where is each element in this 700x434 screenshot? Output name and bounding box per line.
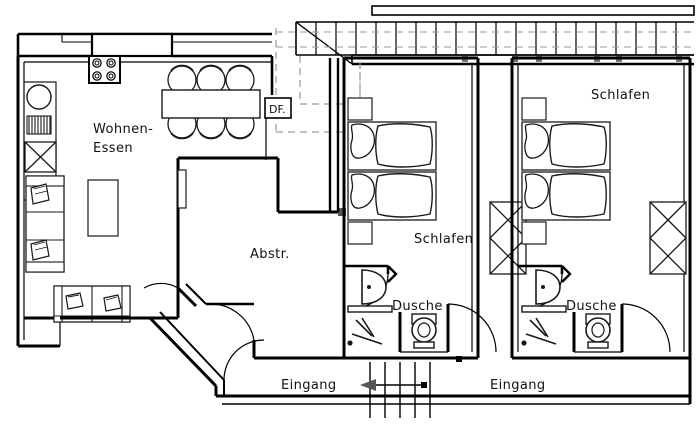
nightstand-icon: [521, 221, 547, 245]
stove-icon: [88, 55, 121, 84]
sofa-icon: [25, 175, 65, 273]
label-dusche-right: Dusche: [566, 299, 617, 314]
exterior-walls-left-unit: [16, 32, 272, 58]
shower-icon: [347, 317, 383, 346]
label-eingang-left: Eingang: [281, 378, 337, 393]
bed-icon: [521, 171, 611, 221]
label-dusche-left: Dusche: [392, 299, 443, 314]
dining-table-icon: [161, 89, 261, 119]
stairs: [360, 362, 431, 418]
bed-icon: [347, 171, 437, 221]
bedroom-right-beds: [521, 97, 687, 275]
sink-icon: [26, 84, 52, 110]
roof-window-marker: DF.: [264, 97, 292, 119]
kitchen-counter-run: [24, 81, 57, 201]
washbasin-icon: [521, 269, 567, 313]
washbasin-icon: [347, 269, 393, 313]
dining-set: [161, 64, 261, 140]
label-eingang-right: Eingang: [490, 378, 546, 393]
bed-icon: [521, 121, 611, 171]
label-wohnen-essen-line1: Wohnen-: [93, 122, 153, 137]
loveseat-icon: [53, 285, 131, 323]
label-schlafen-left: Schlafen: [414, 232, 473, 247]
toilet-icon: [411, 313, 437, 349]
shower-icon: [521, 317, 557, 346]
room-labels: Wohnen- Essen Abstr. Schlafen Schlafen D…: [93, 88, 650, 393]
coffee-table-icon: [87, 179, 119, 237]
living-room-furniture: [25, 169, 187, 323]
balcony-railing: [276, 5, 695, 66]
bath-right: [518, 264, 671, 353]
label-schlafen-right: Schlafen: [591, 88, 650, 103]
entrance-walls: [216, 356, 692, 405]
roof-window-label: DF.: [269, 103, 286, 116]
kitchen-cabinet-icon: [24, 141, 57, 173]
nightstand-icon: [347, 97, 373, 121]
wardrobe-icon: [649, 201, 687, 275]
nightstand-icon: [521, 97, 547, 121]
building-outer-walls: [16, 56, 61, 348]
bedroom-left-beds: [347, 97, 527, 275]
nightstand-icon: [347, 221, 373, 245]
toilet-icon: [585, 313, 611, 349]
dishwasher-icon: [26, 115, 52, 135]
wardrobe-icon: [489, 201, 527, 275]
label-abstr: Abstr.: [250, 247, 290, 262]
bed-icon: [347, 121, 437, 171]
label-wohnen-essen-line2: Essen: [93, 141, 133, 156]
side-cabinet-icon: [177, 169, 187, 209]
bath-left: [344, 264, 497, 353]
